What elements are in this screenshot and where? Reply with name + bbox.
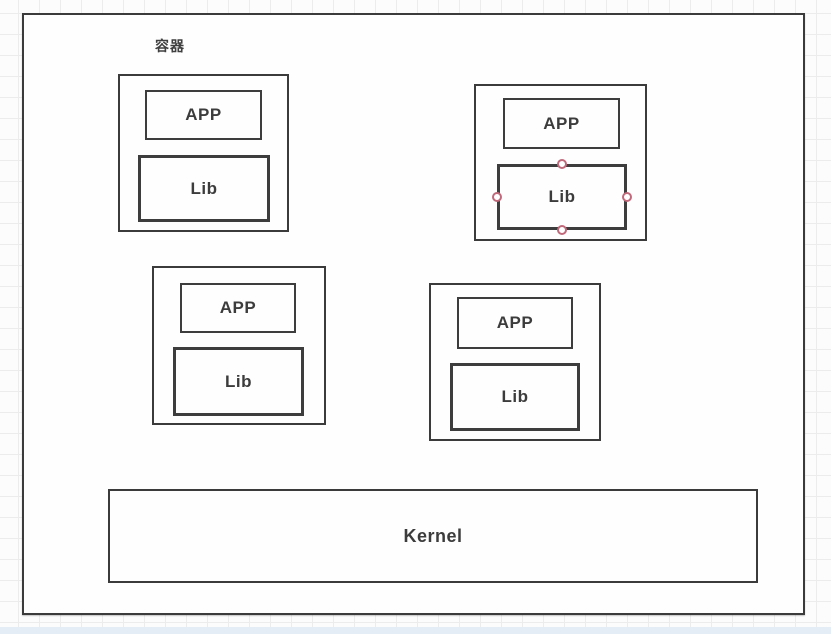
app-box[interactable]: APP: [503, 98, 620, 149]
lib-label: Lib: [501, 387, 529, 406]
kernel-label: Kernel: [403, 525, 463, 546]
container-group-bottom-left[interactable]: APP Lib: [152, 266, 326, 425]
lib-box[interactable]: Lib: [450, 363, 580, 431]
app-label: APP: [185, 105, 222, 124]
app-box[interactable]: APP: [180, 283, 296, 333]
lib-label: Lib: [548, 187, 576, 206]
lib-box[interactable]: Lib: [173, 347, 304, 416]
app-box[interactable]: APP: [457, 297, 573, 349]
container-group-top-left[interactable]: APP Lib: [118, 74, 289, 232]
lib-label: Lib: [225, 371, 252, 391]
lib-label: Lib: [190, 178, 218, 198]
app-label: APP: [496, 313, 534, 332]
selection-handle-top[interactable]: [557, 159, 567, 169]
kernel-box[interactable]: Kernel: [108, 489, 758, 583]
lib-box-selected[interactable]: Lib: [492, 159, 632, 235]
diagram-outer-border[interactable]: 容器 APP Lib APP Lib: [22, 13, 805, 615]
selection-handle-right[interactable]: [622, 192, 632, 202]
app-label: APP: [543, 113, 580, 133]
app-label: APP: [219, 298, 257, 317]
container-group-bottom-right[interactable]: APP Lib: [429, 283, 601, 441]
bottom-edge-strip: [0, 627, 831, 634]
app-box[interactable]: APP: [145, 90, 262, 140]
lib-box[interactable]: Lib: [138, 155, 270, 222]
container-group-top-right[interactable]: APP Lib: [474, 84, 647, 241]
container-title-label: 容器: [155, 38, 185, 54]
selection-handle-left[interactable]: [492, 192, 502, 202]
selection-handle-bottom[interactable]: [557, 225, 567, 235]
